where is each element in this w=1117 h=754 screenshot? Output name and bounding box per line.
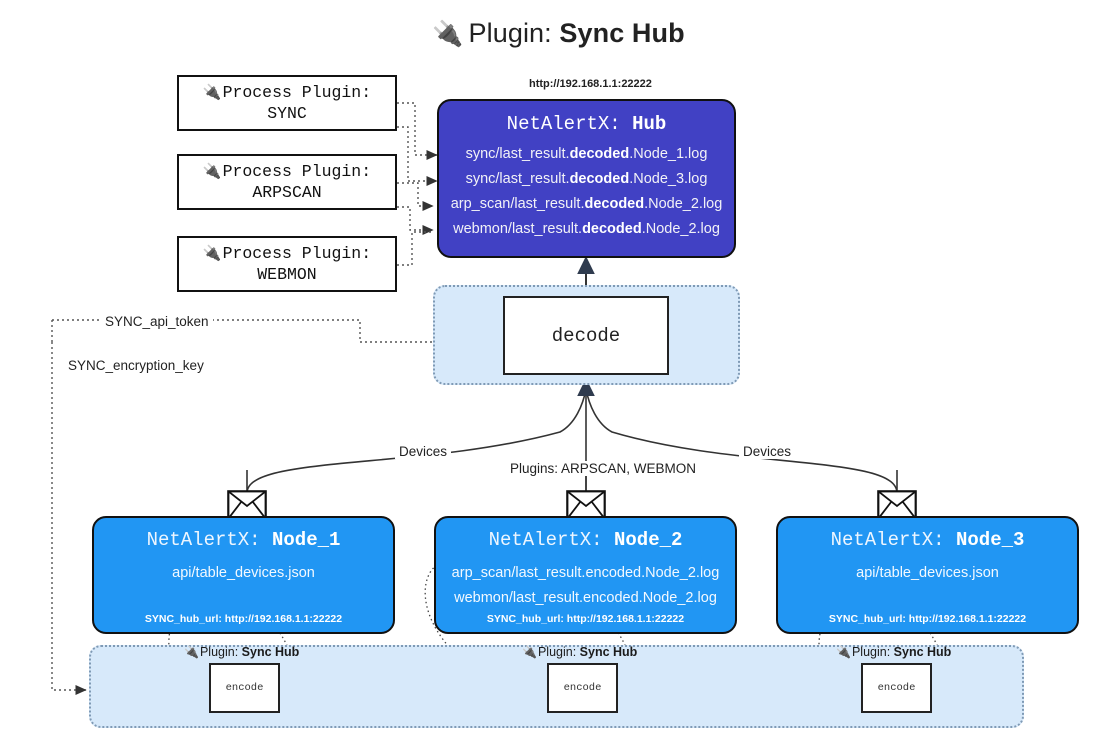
hub-log-list: sync/last_result.decoded.Node_1.log sync… bbox=[439, 142, 734, 242]
hub-log-row: sync/last_result.decoded.Node_1.log bbox=[465, 146, 708, 162]
plug-icon: 🔌 bbox=[522, 645, 537, 659]
node-name: Node_1 bbox=[272, 529, 341, 551]
node-header: NetAlertX: Node_3 bbox=[830, 529, 1025, 551]
label-encryption-key: SYNC_encryption_key bbox=[64, 358, 208, 373]
plug-icon: 🔌 bbox=[202, 82, 222, 101]
wire-webmon-to-log4 bbox=[397, 231, 433, 266]
node-line: webmon/last_result.encoded.Node_2.log bbox=[454, 590, 717, 606]
wire-sync-to-log1 bbox=[397, 102, 438, 161]
label-devices-left: Devices bbox=[395, 444, 452, 459]
hub-header-prefix: NetAlertX: bbox=[506, 113, 621, 135]
encode-plugin-label-2: 🔌Plugin: Sync Hub bbox=[522, 645, 638, 659]
hub-log-row: arp_scan/last_result.decoded.Node_2.log bbox=[450, 196, 723, 212]
wire-arpscan-down bbox=[397, 206, 434, 236]
envelope-icon bbox=[227, 490, 267, 520]
node-body: arp_scan/last_result.encoded.Node_2.log … bbox=[436, 561, 735, 611]
wire-node1-to-decode bbox=[246, 388, 587, 494]
hub-url-label: http://192.168.1.1:22222 bbox=[529, 78, 652, 90]
process-plugin-sync[interactable]: 🔌Process Plugin: SYNC bbox=[177, 75, 397, 131]
hub-node[interactable]: NetAlertX: Hub sync/last_result.decoded.… bbox=[437, 99, 736, 258]
wire-sync-to-log2 bbox=[397, 126, 438, 187]
node-name: Node_2 bbox=[614, 529, 683, 551]
node-hub-url: SYNC_hub_url: http://192.168.1.1:22222 bbox=[144, 613, 343, 625]
node-line: api/table_devices.json bbox=[856, 565, 999, 581]
hub-header: NetAlertX: Hub bbox=[439, 113, 734, 135]
node-body: api/table_devices.json bbox=[778, 561, 1077, 586]
node-body: api/table_devices.json bbox=[94, 561, 393, 586]
node-header: NetAlertX: Node_2 bbox=[488, 529, 683, 551]
wire-node3-to-decode bbox=[585, 388, 898, 494]
title-name: Sync Hub bbox=[559, 18, 685, 48]
node-3[interactable]: NetAlertX: Node_3 api/table_devices.json… bbox=[776, 516, 1079, 634]
plug-icon: 🔌 bbox=[184, 645, 199, 659]
node-hub-url: SYNC_hub_url: http://192.168.1.1:22222 bbox=[828, 613, 1027, 625]
node-2[interactable]: NetAlertX: Node_2 arp_scan/last_result.e… bbox=[434, 516, 737, 634]
process-plugin-arpscan[interactable]: 🔌Process Plugin: ARPSCAN bbox=[177, 154, 397, 210]
process-plugin-webmon[interactable]: 🔌Process Plugin: WEBMON bbox=[177, 236, 397, 292]
process-plugin-label: Process Plugin: bbox=[222, 243, 372, 263]
plug-icon: 🔌 bbox=[202, 161, 222, 180]
page-title: 🔌Plugin: Sync Hub bbox=[0, 18, 1117, 49]
label-api-token: SYNC_api_token bbox=[101, 314, 213, 329]
node-line: api/table_devices.json bbox=[172, 565, 315, 581]
process-plugin-label: Process Plugin: bbox=[222, 82, 372, 102]
wire-arpscan-to-log3 bbox=[397, 182, 434, 212]
plug-icon: 🔌 bbox=[836, 645, 851, 659]
encode-plugin-label-1: 🔌Plugin: Sync Hub bbox=[184, 645, 300, 659]
node-hub-url: SYNC_hub_url: http://192.168.1.1:22222 bbox=[486, 613, 685, 625]
process-plugin-name: ARPSCAN bbox=[252, 183, 322, 202]
node-name: Node_3 bbox=[956, 529, 1025, 551]
encode-box-2[interactable]: encode bbox=[547, 663, 618, 713]
node-1[interactable]: NetAlertX: Node_1 api/table_devices.json… bbox=[92, 516, 395, 634]
encode-box-1[interactable]: encode bbox=[209, 663, 280, 713]
title-prefix: Plugin: bbox=[468, 18, 552, 48]
process-plugin-name: SYNC bbox=[267, 104, 307, 123]
hub-log-row: webmon/last_result.decoded.Node_2.log bbox=[453, 221, 720, 237]
plug-icon: 🔌 bbox=[202, 243, 222, 262]
hub-header-name: Hub bbox=[632, 113, 667, 135]
encode-box-3[interactable]: encode bbox=[861, 663, 932, 713]
decode-box[interactable]: decode bbox=[503, 296, 669, 375]
plug-icon: 🔌 bbox=[432, 20, 464, 48]
hub-log-row: sync/last_result.decoded.Node_3.log bbox=[465, 171, 708, 187]
encode-plugin-label-3: 🔌Plugin: Sync Hub bbox=[836, 645, 952, 659]
node-header: NetAlertX: Node_1 bbox=[146, 529, 341, 551]
label-plugins-center: Plugins: ARPSCAN, WEBMON bbox=[506, 461, 701, 476]
envelope-icon bbox=[566, 490, 606, 520]
process-plugin-label: Process Plugin: bbox=[222, 161, 372, 181]
process-plugin-name: WEBMON bbox=[257, 265, 317, 284]
node-line: arp_scan/last_result.encoded.Node_2.log bbox=[451, 565, 720, 581]
label-devices-right: Devices bbox=[739, 444, 796, 459]
wire-encryption-key bbox=[51, 342, 87, 696]
envelope-icon bbox=[877, 490, 917, 520]
